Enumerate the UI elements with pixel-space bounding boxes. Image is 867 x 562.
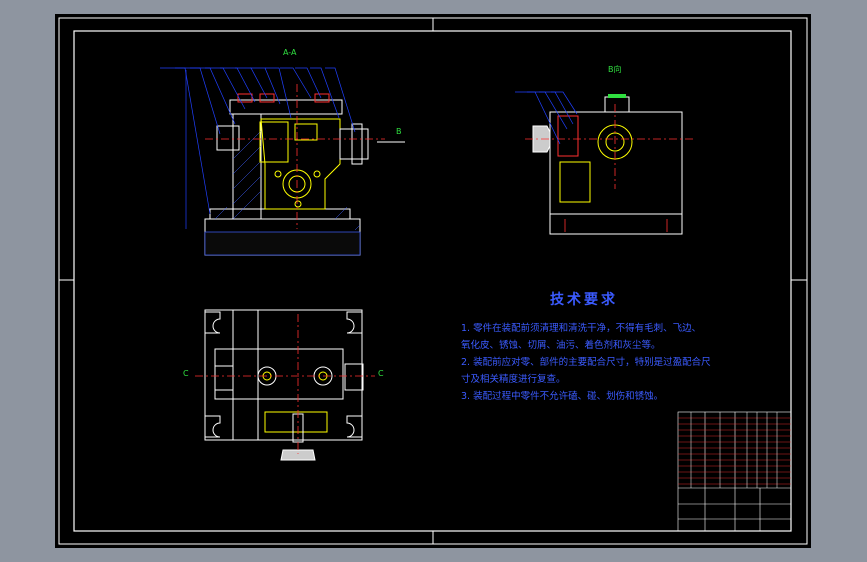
slot-bottom-right	[346, 415, 362, 438]
pin-hole-left	[274, 170, 282, 178]
plan-jaw	[264, 411, 328, 433]
view-b-leaders	[515, 91, 578, 145]
upright	[232, 113, 262, 220]
view-b	[515, 91, 695, 235]
drawing-sheet: A-A B向 B C C 技术要求 1. 零件在装配前须清理和清洗干净，不得有毛…	[55, 14, 811, 548]
pin-hole-bottom	[294, 200, 302, 208]
top-clamp-bar	[229, 99, 343, 115]
plan-view	[195, 309, 375, 461]
plan-clamp	[214, 348, 344, 400]
base-step	[209, 208, 351, 220]
plan-bolt-right	[344, 363, 364, 391]
view-b-top-clamp	[604, 96, 630, 113]
plan-upright	[232, 309, 259, 441]
view-b-clamp-pad	[608, 94, 626, 98]
workpiece-body	[260, 118, 341, 210]
plan-bolt-left	[214, 365, 234, 391]
plan-outline	[204, 309, 363, 441]
outer-frame	[58, 17, 808, 545]
workpiece-slot	[294, 123, 318, 141]
slot-top-right	[346, 311, 362, 334]
tech-requirements-title: 技术要求	[550, 292, 618, 308]
slot-bottom-left	[205, 415, 221, 438]
drawing-canvas	[58, 17, 808, 545]
tech-line: 氧化皮、锈蚀、切屑、油污、着色剂和灰尘等。	[461, 340, 661, 351]
section-view-aa	[160, 67, 405, 256]
view-b-base	[549, 213, 683, 235]
title-block-cols	[690, 412, 778, 488]
view-b-screw	[557, 115, 579, 157]
pin-hole-right	[313, 170, 321, 178]
view-b-block	[559, 161, 591, 203]
screw-left	[237, 93, 253, 103]
c-label-right: C	[378, 369, 384, 378]
plan-handle	[280, 449, 316, 461]
view-b-label: B向	[608, 65, 622, 74]
title-block-rows	[678, 417, 791, 485]
workpiece-left-block	[259, 121, 289, 163]
c-label-left: C	[183, 369, 189, 378]
title-block	[677, 411, 792, 532]
inner-frame	[73, 30, 792, 532]
b-marker: B	[396, 127, 402, 136]
bolt-head-right	[339, 128, 369, 160]
bolt-head-left	[216, 125, 240, 151]
tech-line: 3. 装配过程中零件不允许磕、碰、划伤和锈蚀。	[461, 391, 664, 402]
slot-top-left	[205, 311, 221, 334]
screw-right	[314, 93, 330, 103]
screw-mid	[259, 93, 275, 103]
tech-requirements: 1. 零件在装配前须清理和清洗干净，不得有毛刺、飞边、 氧化皮、锈蚀、切屑、油污…	[461, 320, 711, 405]
tech-line: 寸及相关精度进行复查。	[461, 374, 566, 385]
tech-line: 1. 零件在装配前须清理和清洗干净，不得有毛刺、飞边、	[461, 323, 702, 334]
leader-lines	[160, 67, 356, 229]
section-label: A-A	[283, 48, 297, 57]
view-b-body	[549, 111, 683, 235]
tech-line: 2. 装配前应对零、部件的主要配合尺寸，特别是过盈配合尺	[461, 357, 711, 368]
base-hatch-outline	[204, 231, 361, 256]
nut-right	[351, 123, 363, 165]
